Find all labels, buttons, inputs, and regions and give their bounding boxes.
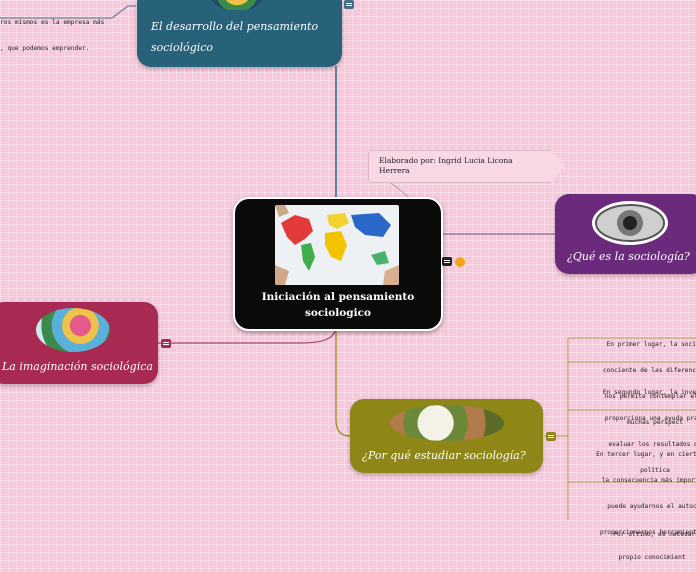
imaginacion-image [36, 308, 110, 352]
top-left-text: ros mismos es la empresa más , que podem… [0, 2, 104, 62]
why-subtopic-2-line4: política [640, 466, 670, 474]
topic-que-es[interactable]: ¿Qué es la sociología? [555, 194, 696, 274]
por-que-label: ¿Por qué estudiar sociología? [362, 449, 526, 462]
why-subtopic-3-line1: En tercer lugar, y en cierta m [596, 451, 696, 459]
author-note-line1: Elaborado por: Ingrid Lucia Licona [379, 156, 513, 165]
author-note[interactable]: Elaborado por: Ingrid Lucia Licona Herre… [368, 150, 566, 183]
why-subtopic-1-line3: nos permite contemplar el m [604, 392, 696, 400]
central-map-image [275, 205, 399, 285]
why-subtopic-2-line3: evaluar los resultados de [608, 440, 696, 448]
why-subtopic-2-line1: En segundo lugar, la investi [602, 389, 696, 397]
central-node[interactable]: Iniciación al pensamiento sociologico [233, 197, 443, 331]
desarrollo-label-line1: El desarrollo del pensamiento [151, 20, 319, 33]
why-subtopic-3-line2: la consecuencia más importa [601, 476, 696, 484]
por-que-image [390, 405, 504, 441]
why-subtopic-3[interactable]: En tercer lugar, y en cierta m la consec… [584, 434, 696, 572]
why-subtopic-1[interactable]: En primer lugar, la sociol conciente de … [590, 324, 696, 436]
central-title-line1: Iniciación al pensamiento [261, 291, 415, 303]
author-note-text: Elaborado por: Ingrid Lucia Licona Herre… [379, 156, 513, 176]
que-es-label: ¿Qué es la sociología? [567, 250, 690, 263]
why-subtopic-1-line1: En primer lugar, la sociol [606, 341, 696, 349]
why-subtopic-4[interactable]: Por último, es necesario [598, 514, 696, 548]
central-note-icon[interactable] [442, 257, 452, 266]
world-puzzle-map [275, 205, 399, 285]
why-subtopic-1-line4: muchas perspect [627, 418, 683, 426]
topic-desarrollo[interactable]: El desarrollo del pensamiento sociológic… [137, 0, 342, 67]
central-title: Iniciación al pensamiento sociologico [235, 289, 441, 321]
por-que-note-icon[interactable] [546, 432, 556, 441]
why-subtopic-1-line2: conciente de las diferencias [602, 366, 696, 374]
why-subtopic-2[interactable]: En segundo lugar, la investi proporciona… [590, 372, 696, 484]
why-subtopic-2-line2: proporciona una ayuda práct [604, 414, 696, 422]
desarrollo-note-icon[interactable] [344, 0, 354, 9]
topic-por-que[interactable]: ¿Por qué estudiar sociología? [350, 399, 543, 473]
author-note-line2: Herrera [379, 166, 410, 175]
eye-icon [595, 204, 665, 242]
imaginacion-label: La imaginación sociológica [2, 360, 153, 373]
desarrollo-label-line2: sociológico [151, 41, 214, 54]
why-subtopic-3-line3: puede ayudarnos el autoc [607, 502, 696, 510]
central-smiley-icon[interactable] [455, 257, 465, 267]
why-subtopic-3-line5: propio conocimient [618, 554, 686, 562]
connector-to-por-que [335, 326, 351, 437]
top-left-text-line1: ros mismos es la empresa más [0, 19, 105, 27]
connector-why-subtopics [544, 337, 696, 520]
desarrollo-image [207, 0, 267, 10]
central-title-line2: sociologico [304, 307, 372, 319]
topic-imaginacion[interactable]: La imaginación sociológica [0, 302, 158, 384]
eye-image [592, 201, 668, 245]
why-subtopic-4-line1: Por último, es necesario [613, 531, 696, 539]
top-left-text-line2: , que podemos emprender. [0, 44, 90, 52]
connector-to-top-left [0, 5, 136, 19]
imaginacion-note-icon[interactable] [161, 339, 171, 348]
